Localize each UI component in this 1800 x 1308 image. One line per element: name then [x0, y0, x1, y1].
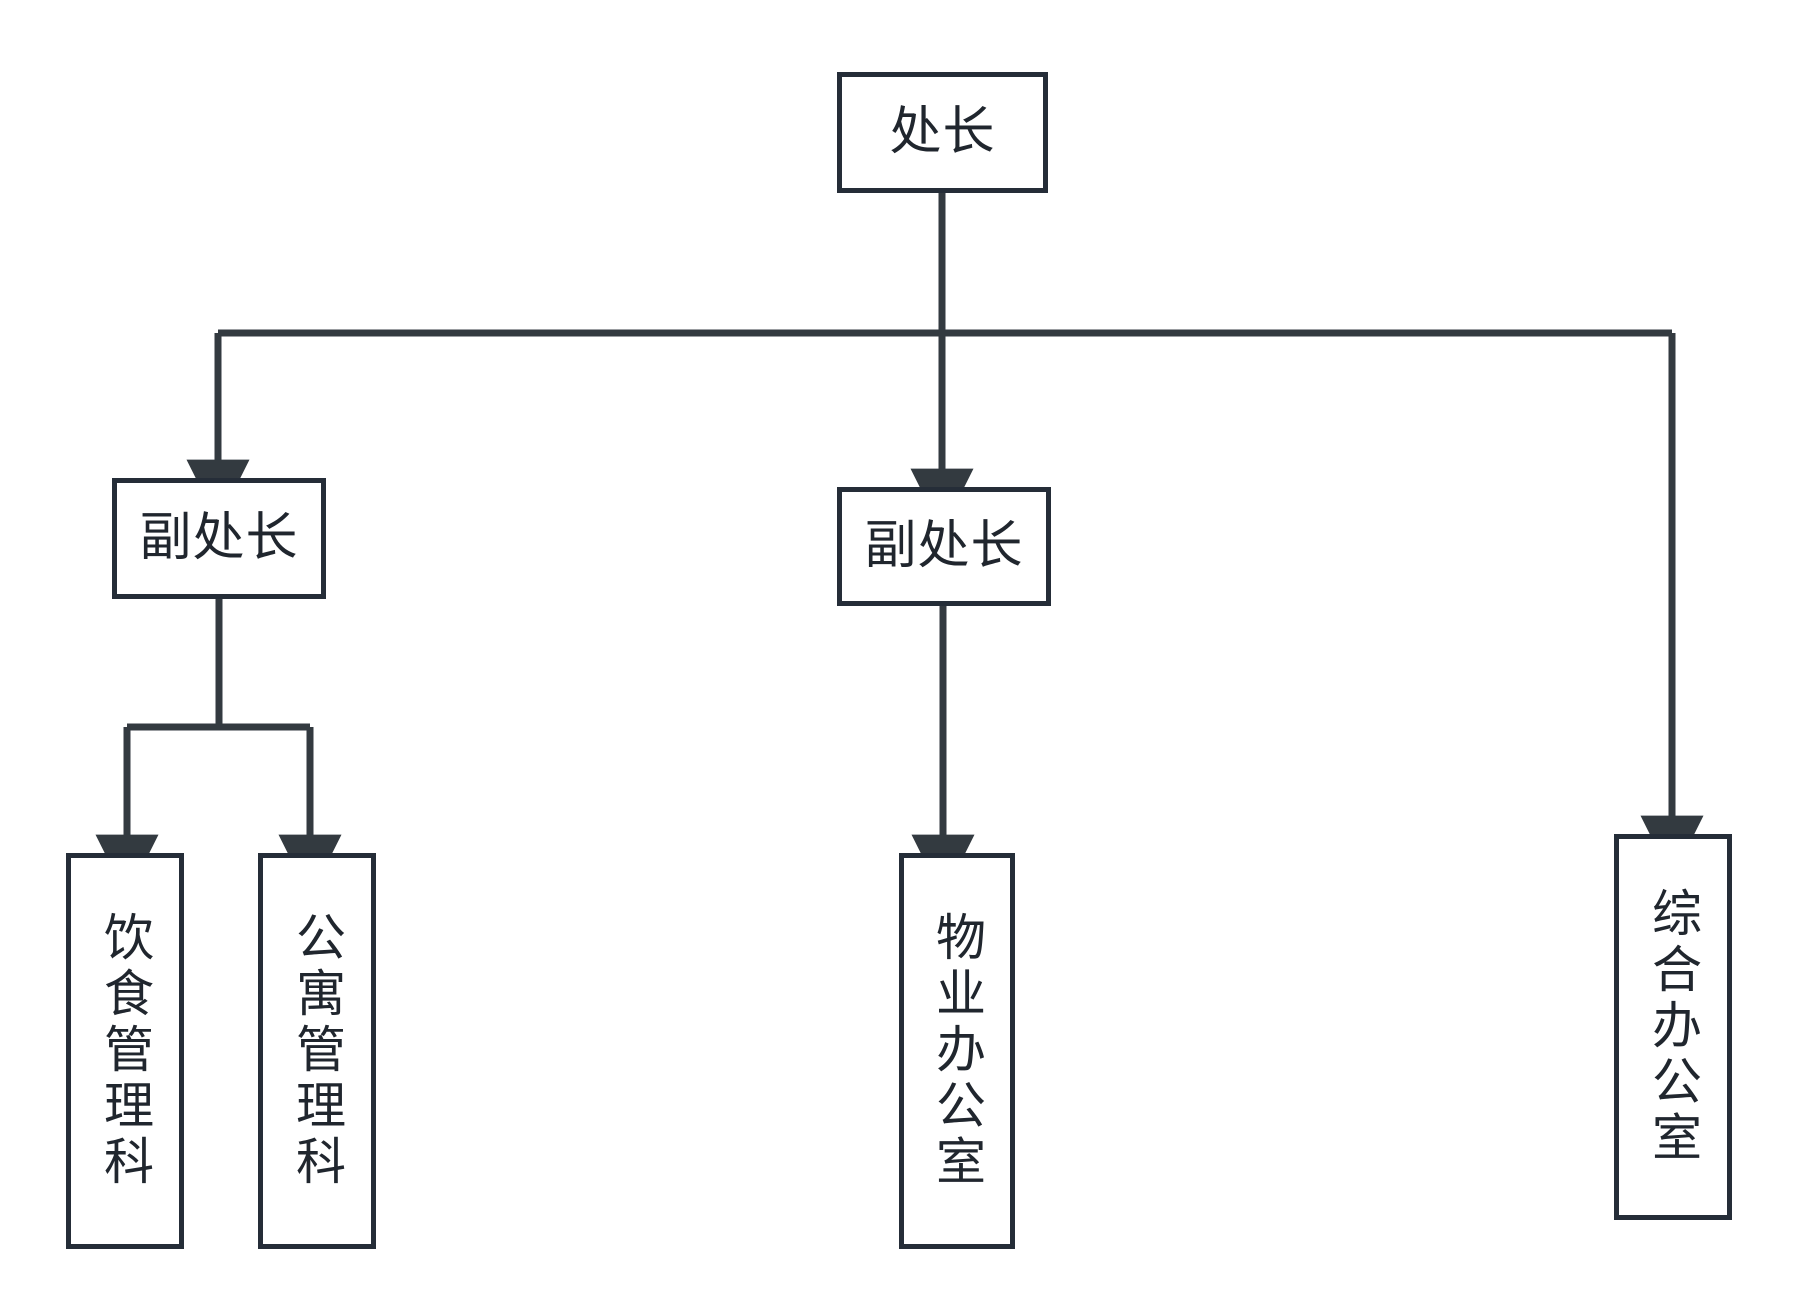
- node-deputy-left[interactable]: 副处长: [112, 478, 326, 599]
- node-director[interactable]: 处长: [837, 72, 1048, 193]
- node-property-office[interactable]: 物业办公室: [899, 853, 1015, 1249]
- node-director-label: 处长: [889, 102, 996, 163]
- node-general-label: 综合办公室: [1644, 887, 1702, 1167]
- node-general-office[interactable]: 综合办公室: [1614, 834, 1732, 1220]
- node-deputy-mid[interactable]: 副处长: [837, 487, 1051, 606]
- node-catering-management-section[interactable]: 饮食管理科: [66, 853, 184, 1249]
- node-apartment-label: 公寓管理科: [288, 911, 346, 1191]
- node-deputy-left-label: 副处长: [139, 508, 299, 569]
- node-catering-label: 饮食管理科: [96, 911, 154, 1191]
- node-apartment-management-section[interactable]: 公寓管理科: [258, 853, 376, 1249]
- node-deputy-mid-label: 副处长: [864, 516, 1024, 577]
- node-property-label: 物业办公室: [928, 911, 986, 1191]
